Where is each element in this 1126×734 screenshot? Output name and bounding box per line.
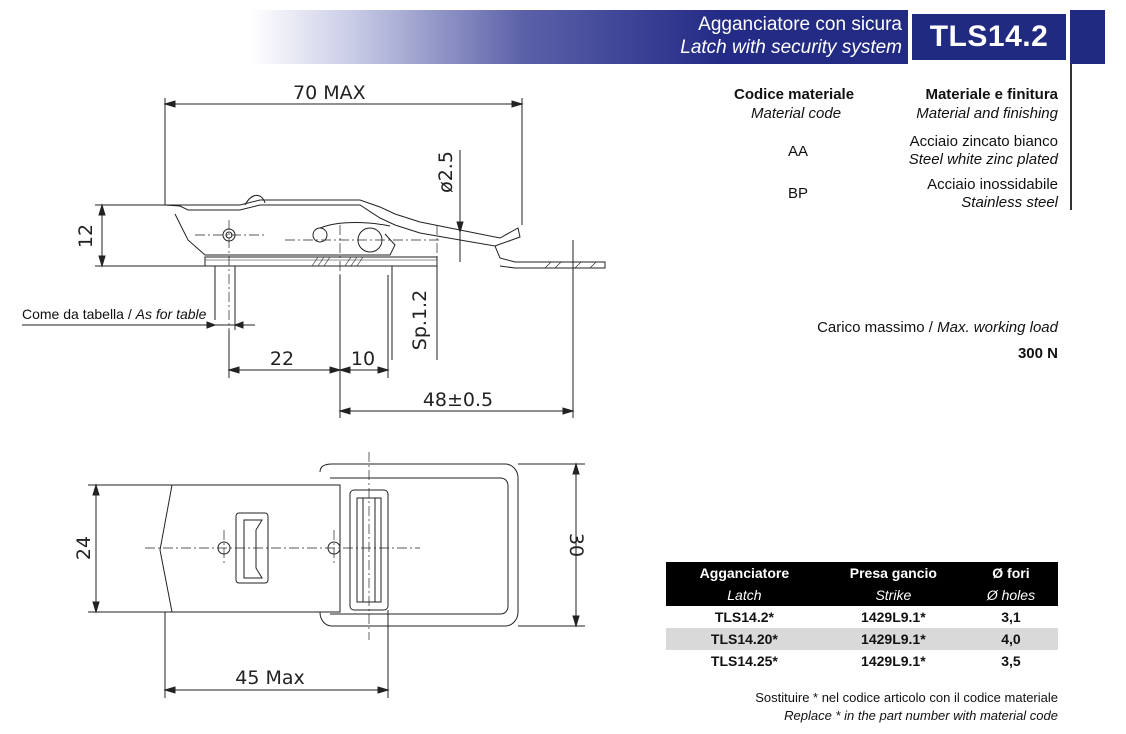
parts-table-header-row: Agganciatore Presa gancio Ø fori [666, 562, 1058, 584]
subheader-strike: Strike [875, 587, 912, 603]
parts-table: Agganciatore Presa gancio Ø fori Latch S… [666, 562, 1058, 672]
material-code-bp: BP [788, 185, 809, 202]
cell-strike: 1429L9.1* [861, 631, 926, 647]
subheader-latch: Latch [727, 587, 762, 603]
vertical-rule [1070, 64, 1072, 210]
cell-strike: 1429L9.1* [861, 653, 926, 669]
as-for-table-label-it: Come da tabella / [22, 306, 136, 322]
material-code-heading: Codice materiale [734, 86, 855, 103]
cell-holes: 4,0 [1001, 631, 1021, 647]
dim-22: 22 [270, 348, 294, 370]
technical-drawing: 70 MAX 12 ø2.5 Sp.1.2 22 10 48±0.5 24 30… [22, 82, 606, 698]
dim-hole-diameter: ø2.5 [435, 151, 457, 193]
table-row: TLS14.25* 1429L9.1* 3,5 [666, 650, 1058, 672]
header-latch: Agganciatore [699, 565, 790, 581]
product-code-box: TLS14.2 [908, 10, 1070, 64]
as-for-table-label-en: As for table [135, 306, 207, 322]
table-row: TLS14.20* 1429L9.1* 4,0 [666, 628, 1058, 650]
max-load-label-en: Max. working load [937, 319, 1058, 336]
dim-70-max: 70 MAX [293, 82, 366, 104]
replace-note-italian: Sostituire * nel codice articolo con il … [755, 690, 1058, 705]
cell-holes: 3,1 [1001, 609, 1021, 625]
cell-latch: TLS14.25* [710, 653, 778, 669]
cell-strike: 1429L9.1* [861, 609, 926, 625]
material-desc-aa-en: Steel white zinc plated [908, 151, 1058, 168]
material-code-subheading: Material code [751, 105, 842, 122]
table-row: TLS14.2* 1429L9.1* 3,1 [666, 606, 1058, 628]
material-finish-subheading: Material and finishing [916, 105, 1058, 122]
dim-45-max: 45 Max [235, 667, 305, 689]
max-load-label: Carico massimo / Max. working load [817, 319, 1058, 336]
dim-thickness: Sp.1.2 [409, 290, 431, 350]
parts-table-subheader-row: Latch Strike Ø holes [666, 584, 1058, 606]
material-desc-bp-it: Acciaio inossidabile [927, 176, 1058, 193]
header-title-english: Latch with security system [680, 37, 902, 58]
dim-10: 10 [351, 348, 375, 370]
material-code-aa: AA [788, 143, 809, 160]
subheader-holes: Ø holes [986, 587, 1036, 603]
max-load-label-it: Carico massimo / [817, 319, 938, 336]
material-desc-aa-it: Acciaio zincato bianco [909, 133, 1058, 150]
replace-note-english: Replace * in the part number with materi… [784, 708, 1058, 723]
side-view-latch [22, 98, 606, 418]
as-for-table-label: Come da tabella / As for table [22, 306, 206, 322]
max-load-value: 300 N [1017, 345, 1058, 362]
dim-24: 24 [73, 536, 95, 560]
material-finish-heading: Materiale e finitura [925, 86, 1058, 103]
cell-latch: TLS14.20* [710, 631, 778, 647]
cell-latch: TLS14.2* [714, 609, 774, 625]
material-desc-bp-en: Stainless steel [961, 194, 1058, 211]
header-holes: Ø fori [992, 565, 1030, 581]
header-strike: Presa gancio [849, 565, 937, 581]
top-view-latch [88, 452, 585, 698]
dim-30: 30 [565, 533, 587, 557]
dim-12: 12 [75, 224, 97, 248]
cell-holes: 3,5 [1001, 653, 1021, 669]
dim-48: 48±0.5 [423, 389, 493, 411]
header-title-italian: Agganciatore con sicura [698, 14, 902, 35]
product-code: TLS14.2 [912, 14, 1066, 60]
